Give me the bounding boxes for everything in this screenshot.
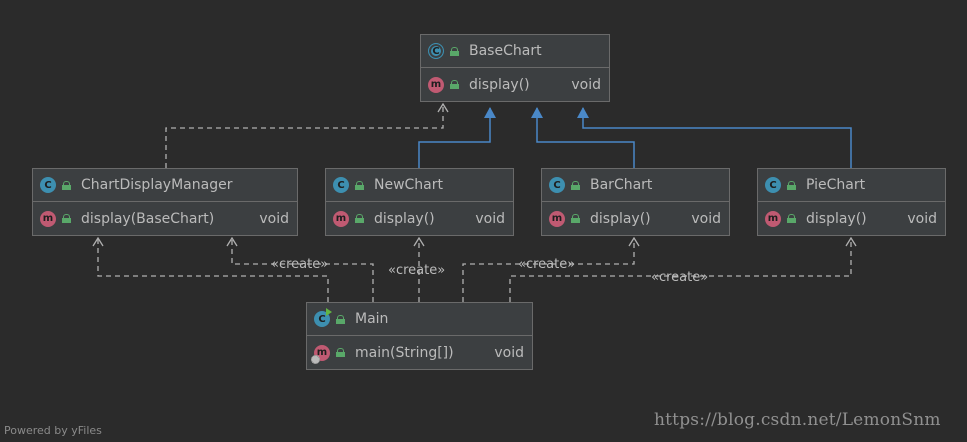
create-label-piechart: «create» xyxy=(651,270,709,285)
powered-by-label: Powered by yFiles xyxy=(4,424,102,437)
class-name: ChartDisplayManager xyxy=(81,177,233,193)
method-row: m display() void xyxy=(326,202,513,235)
public-lock-icon xyxy=(62,180,71,190)
method-icon: m xyxy=(549,210,565,227)
class-icon: C xyxy=(333,177,349,193)
method-signature: display() xyxy=(374,210,435,227)
dependency-manager-to-basechart xyxy=(165,104,443,168)
class-name: PieChart xyxy=(806,177,866,193)
dependency-edges xyxy=(98,104,851,302)
class-node-chartdisplaymanager[interactable]: C ChartDisplayManager m display(BaseChar… xyxy=(32,168,298,236)
class-name: BarChart xyxy=(590,177,653,193)
class-name: BaseChart xyxy=(469,43,542,59)
method-return-type: void xyxy=(907,210,937,227)
method-return-type: void xyxy=(571,76,601,93)
class-node-piechart[interactable]: C PieChart m display() void xyxy=(757,168,946,236)
method-signature: display() xyxy=(469,76,530,93)
method-row: m display() void xyxy=(758,202,945,235)
class-name: Main xyxy=(355,311,389,327)
inheritance-piechart-to-basechart xyxy=(577,107,852,168)
static-marker-icon xyxy=(311,354,320,364)
runnable-class-icon: C xyxy=(314,308,332,327)
method-row: m display(BaseChart) void xyxy=(33,202,297,235)
abstract-method-icon: m xyxy=(428,76,444,93)
public-lock-icon xyxy=(787,180,796,190)
public-lock-icon xyxy=(355,214,364,223)
method-icon: m xyxy=(333,210,349,227)
class-header: C PieChart xyxy=(758,169,945,202)
method-return-type: void xyxy=(494,344,524,361)
method-return-type: void xyxy=(691,210,721,227)
class-node-newchart[interactable]: C NewChart m display() void xyxy=(325,168,514,236)
abstract-class-icon: C xyxy=(428,43,444,59)
inheritance-newchart-to-basechart xyxy=(418,107,496,168)
method-row: m main(String[]) void xyxy=(307,336,532,369)
public-lock-icon xyxy=(62,214,71,223)
create-main-to-piechart xyxy=(509,238,851,302)
class-name: NewChart xyxy=(374,177,444,193)
class-icon: C xyxy=(40,177,56,193)
public-lock-icon xyxy=(355,180,364,190)
create-main-to-barchart xyxy=(462,238,634,302)
class-node-barchart[interactable]: C BarChart m display() void xyxy=(541,168,730,236)
run-marker-icon xyxy=(326,308,332,316)
create-label-barchart: «create» xyxy=(518,257,576,272)
inheritance-barchart-to-basechart xyxy=(531,107,635,168)
inheritance-edges xyxy=(418,107,852,168)
method-return-type: void xyxy=(475,210,505,227)
public-lock-icon xyxy=(571,180,580,190)
public-lock-icon xyxy=(571,214,580,223)
public-lock-icon xyxy=(450,46,459,56)
public-lock-icon xyxy=(336,314,345,324)
watermark-url: https://blog.csdn.net/LemonSnm xyxy=(654,410,941,430)
method-signature: display(BaseChart) xyxy=(81,210,215,227)
public-lock-icon xyxy=(787,214,796,223)
static-method-icon: m xyxy=(311,344,330,364)
class-header: C ChartDisplayManager xyxy=(33,169,297,202)
class-node-basechart[interactable]: C BaseChart m display() void xyxy=(420,34,610,102)
create-main-to-manager-inner xyxy=(232,238,374,302)
method-icon: m xyxy=(765,210,781,227)
method-row: m display() void xyxy=(542,202,729,235)
class-header: C BarChart xyxy=(542,169,729,202)
method-row: m display() void xyxy=(421,68,609,101)
method-signature: main(String[]) xyxy=(355,344,454,361)
class-node-main[interactable]: C Main m main(String[]) void xyxy=(306,302,533,370)
class-icon: C xyxy=(549,177,565,193)
class-header: C BaseChart xyxy=(421,35,609,68)
create-label-newchart: «create» xyxy=(388,263,446,278)
method-icon: m xyxy=(40,210,56,227)
public-lock-icon xyxy=(336,348,345,357)
method-return-type: void xyxy=(259,210,289,227)
create-main-to-manager-outer xyxy=(98,238,329,302)
class-header: C Main xyxy=(307,303,532,336)
public-lock-icon xyxy=(450,80,459,89)
method-signature: display() xyxy=(806,210,867,227)
class-header: C NewChart xyxy=(326,169,513,202)
create-label-manager: «create» xyxy=(271,257,329,272)
method-signature: display() xyxy=(590,210,651,227)
class-icon: C xyxy=(765,177,781,193)
